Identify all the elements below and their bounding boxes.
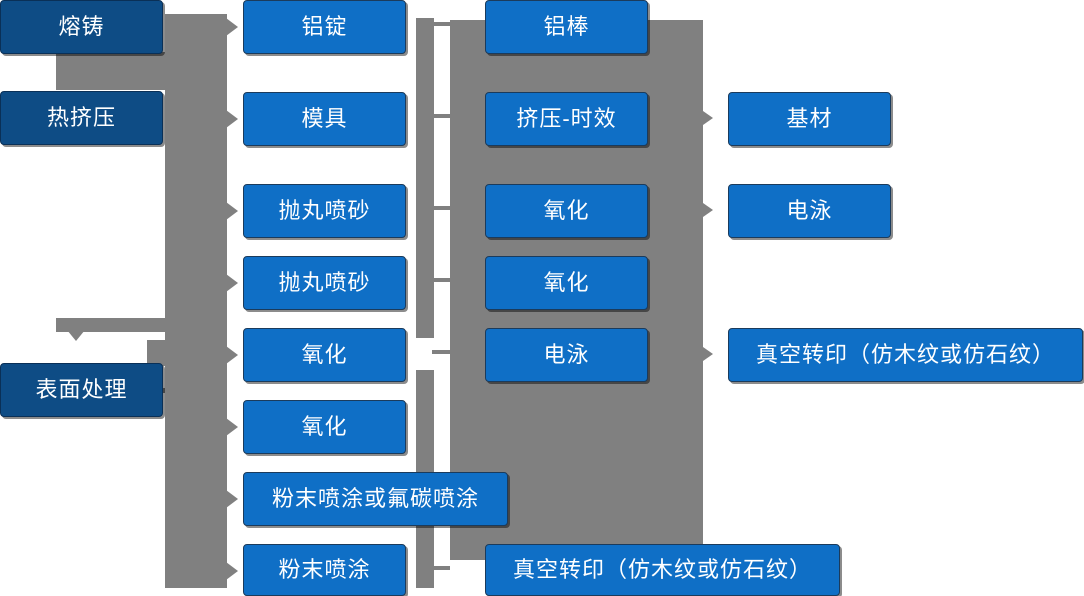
product-label-base-material: 基材 [786,105,833,131]
arrow-right-icon-c4-2 [703,203,713,217]
process-box-powder-or-fluorocarbon[interactable]: 粉末喷涂或氟碳喷涂 [243,472,508,526]
product-box-vacuum-transfer-2[interactable]: 真空转印（仿木纹或仿石纹） [728,328,1083,382]
process-label-extrusion-aging: 挤压-时效 [516,105,617,131]
arrow-right-icon-c2-2 [226,110,238,128]
process-box-aluminum-ingot[interactable]: 铝锭 [243,0,406,54]
process-box-aluminum-bar[interactable]: 铝棒 [485,0,648,54]
process-label-powder-or-fluorocarbon: 粉末喷涂或氟碳喷涂 [271,485,479,511]
connector-tick-3 [432,206,450,210]
process-label-shot-blasting-2: 抛丸喷砂 [278,269,371,295]
stage-box-surface-treatment[interactable]: 表面处理 [0,363,163,417]
connector-mid-band-upper [416,18,434,338]
arrow-right-icon-c2-1 [226,18,238,36]
process-label-powder-coating: 粉末喷涂 [278,556,371,582]
process-label-aluminum-ingot: 铝锭 [301,13,348,39]
process-label-oxidation-4: 氧化 [543,269,590,295]
stage-label-surface-treatment: 表面处理 [35,376,128,402]
process-box-vacuum-transfer-1[interactable]: 真空转印（仿木纹或仿石纹） [485,544,840,596]
process-box-oxidation-1[interactable]: 氧化 [243,328,406,382]
arrow-down-icon-surface [67,330,85,341]
product-box-electrophoresis-2[interactable]: 电泳 [728,184,891,238]
product-label-electrophoresis-2: 电泳 [786,197,833,223]
stage-box-melting-casting[interactable]: 熔铸 [0,0,163,54]
process-box-extrusion-aging[interactable]: 挤压-时效 [485,92,648,146]
arrow-right-icon-c2-8 [226,562,238,580]
process-label-aluminum-bar: 铝棒 [543,13,590,39]
process-label-electrophoresis-1: 电泳 [543,341,590,367]
process-box-electrophoresis-1[interactable]: 电泳 [485,328,648,382]
arrow-right-icon-c2-3 [226,202,238,220]
process-label-oxidation-2: 氧化 [301,413,348,439]
arrow-right-icon-c2-6 [226,418,238,436]
product-box-base-material[interactable]: 基材 [728,92,891,146]
connector-tick-5 [432,350,450,354]
process-box-mold[interactable]: 模具 [243,92,406,146]
process-label-oxidation-3: 氧化 [543,197,590,223]
arrow-down-icon-stage [65,70,83,81]
arrow-right-icon-c2-4 [226,274,238,292]
arrow-right-icon-c2-7 [226,490,238,508]
process-box-powder-coating[interactable]: 粉末喷涂 [243,544,406,596]
connector-tick-4 [432,278,450,282]
connector-main-left-band [165,14,227,588]
connector-surface-treatment [163,388,189,393]
stage-label-melting-casting: 熔铸 [58,13,105,39]
process-label-oxidation-1: 氧化 [301,341,348,367]
process-label-vacuum-transfer-1: 真空转印（仿木纹或仿石纹） [512,556,812,582]
arrow-right-icon-c2-5 [226,346,238,364]
connector-tick-2 [432,114,450,118]
product-label-vacuum-transfer-2: 真空转印（仿木纹或仿石纹） [755,341,1055,367]
stage-box-hot-extrusion[interactable]: 热挤压 [0,91,163,145]
process-box-oxidation-3[interactable]: 氧化 [485,184,648,238]
connector-tick-6 [432,566,450,570]
process-box-shot-blasting-1[interactable]: 抛丸喷砂 [243,184,406,238]
arrow-right-icon-c4-1 [703,111,713,125]
connector-tick-1 [432,22,450,26]
stage-label-hot-extrusion: 热挤压 [46,104,116,130]
connector-surface-band [56,318,166,332]
process-box-oxidation-4[interactable]: 氧化 [485,256,648,310]
process-label-shot-blasting-1: 抛丸喷砂 [278,197,371,223]
process-box-shot-blasting-2[interactable]: 抛丸喷砂 [243,256,406,310]
process-box-oxidation-2[interactable]: 氧化 [243,400,406,454]
arrow-right-icon-c4-3 [703,347,713,361]
process-label-mold: 模具 [301,105,348,131]
connector-surface-treatment-notch [147,340,167,366]
